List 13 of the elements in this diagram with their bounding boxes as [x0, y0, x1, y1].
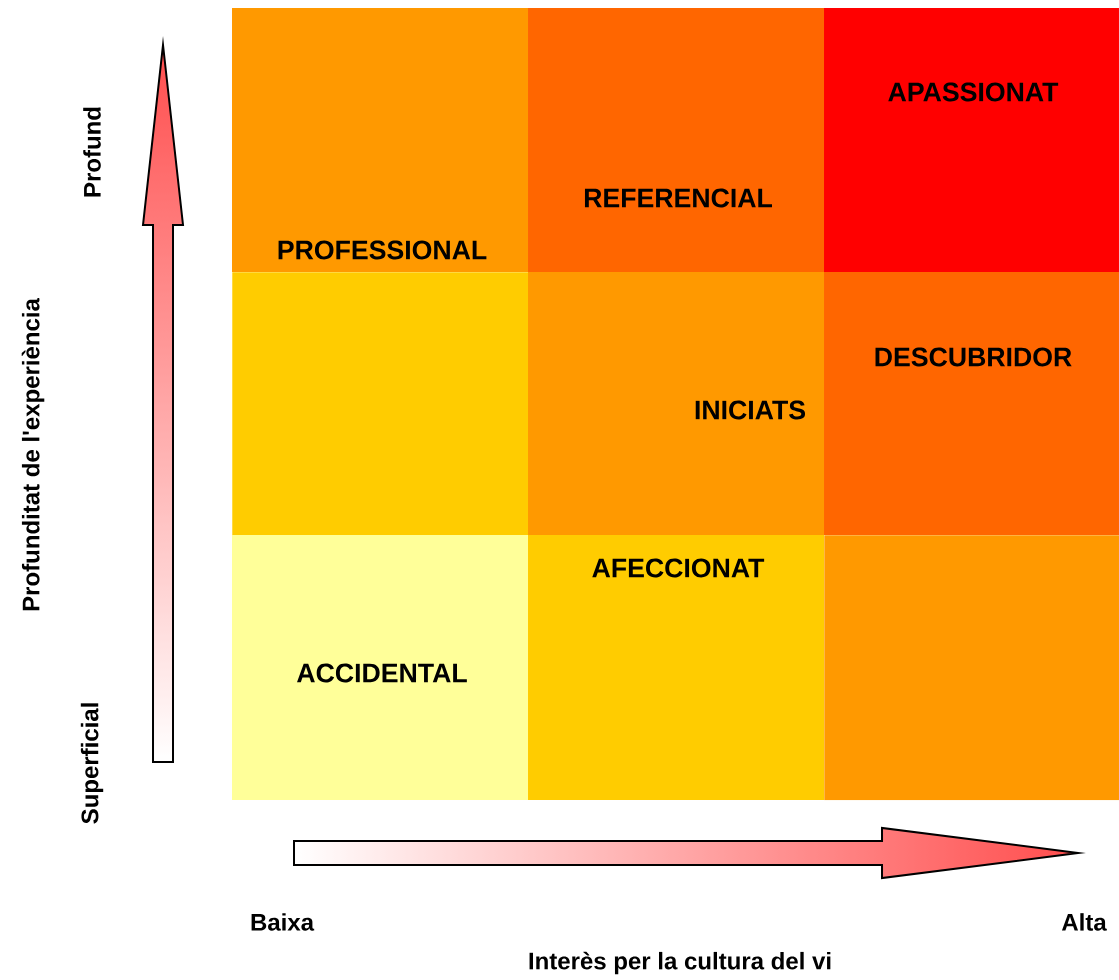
quadrant-cell: INICIATS — [528, 272, 824, 535]
quadrant-cell: PROFESSIONAL — [232, 8, 528, 272]
quadrant-cell: AFECCIONAT — [528, 535, 824, 800]
quadrant-cell: DESCUBRIDOR — [824, 272, 1119, 535]
axis-title: Profunditat de l'experiència — [21, 297, 45, 611]
axis-label: Profund — [83, 107, 101, 197]
axis-label: Baixa — [251, 913, 315, 931]
quadrant-cell: APASSIONAT — [824, 8, 1119, 272]
quadrant-cell: REFERENCIAL — [528, 8, 824, 272]
axis-label: Alta — [1061, 913, 1107, 931]
axis-label: Superficial — [80, 703, 104, 824]
quadrant-cell: ACCIDENTAL — [232, 535, 528, 800]
axis-title: Interès per la cultura del vi — [529, 951, 831, 975]
